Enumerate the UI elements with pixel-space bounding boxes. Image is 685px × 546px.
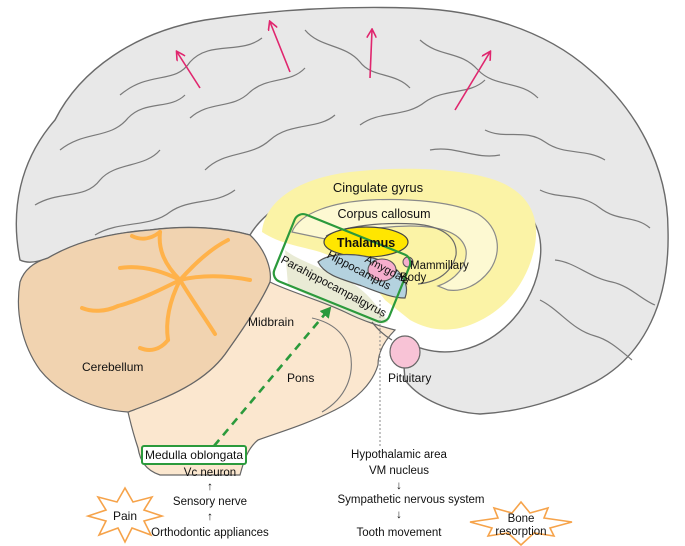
left-arrow-up-1: ↑ (207, 481, 213, 493)
left-arrow-up-2: ↑ (207, 511, 213, 523)
pituitary-stalk (371, 321, 393, 341)
cingulate-gyrus-label: Cingulate gyrus (333, 180, 424, 195)
thalamus-label: Thalamus (337, 236, 395, 250)
mammillary-label-2: Body (400, 272, 426, 284)
arrow-2 (270, 22, 291, 73)
midbrain-label: Midbrain (248, 315, 294, 329)
pain-burst (85, 486, 165, 544)
cerebellum-shape (17, 226, 271, 413)
fornix-outline (325, 222, 457, 285)
cortex-sulci (34, 29, 656, 361)
pituitary-label: Pituitary (388, 371, 431, 385)
bone-resorption-burst (469, 500, 573, 546)
bone-label: Bone (508, 513, 535, 525)
orthodontic-appliances-text: Orthodontic appliances (151, 527, 269, 539)
vc-neuron-text: Vc neuron (184, 467, 236, 479)
arrow-1 (177, 52, 201, 89)
cerebral-cortex (15, 6, 669, 415)
tooth-movement-text: Tooth movement (356, 527, 442, 539)
cerebellum-label: Cerebellum (82, 360, 143, 374)
right-arrow-down-1: ↓ (396, 480, 402, 492)
pons-outline (311, 317, 352, 413)
mammillary-label-1: Mammillary (410, 260, 469, 272)
resorption-label: resorption (495, 526, 546, 538)
medulla-oblongata-label: Medulla oblongata (145, 448, 243, 462)
parahippocampal-region (285, 250, 388, 324)
dashed-pathway-arrow (213, 306, 332, 447)
medulla-oblongata-box (141, 445, 247, 465)
sensory-nerve-text: Sensory nerve (173, 496, 247, 508)
vm-nucleus-text: VM nucleus (369, 465, 429, 477)
pituitary-gland (389, 335, 421, 369)
corpus-callosum (291, 198, 498, 291)
outward-arrows (177, 22, 490, 111)
hypothalamic-area-text: Hypothalamic area (351, 449, 447, 461)
limbic-highlight-box (272, 213, 412, 323)
pain-label: Pain (113, 509, 137, 523)
arrow-3 (370, 30, 372, 79)
arrow-4 (454, 52, 490, 111)
arbor-vitae (80, 230, 252, 352)
corpus-callosum-label: Corpus callosum (337, 207, 430, 221)
right-arrow-down-2: ↓ (396, 509, 402, 521)
amygdala-shape (367, 258, 397, 282)
pons-label: Pons (287, 371, 314, 385)
sympathetic-text: Sympathetic nervous system (337, 494, 484, 506)
